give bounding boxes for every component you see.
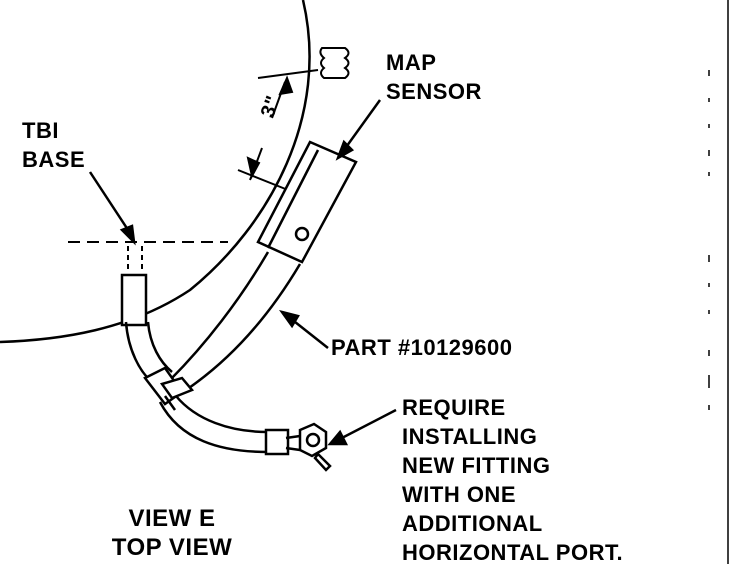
new-fitting — [285, 422, 332, 472]
view-title-line1: VIEW E — [128, 505, 216, 532]
lower-hose — [158, 395, 290, 456]
view-title-line2: TOP VIEW — [111, 534, 233, 561]
leader-lines — [88, 99, 397, 446]
tee-fitting — [143, 366, 195, 411]
tbi-base-label-line2: BASE — [22, 147, 86, 172]
require-note-line5: ADDITIONAL — [402, 511, 543, 536]
sensor-hose — [169, 251, 302, 392]
view-title: VIEW E TOP VIEW — [82, 504, 262, 562]
require-note-line1: REQUIRE — [402, 395, 506, 420]
tbi-base-label-line1: TBI — [22, 118, 59, 143]
tbi-base-outline — [0, 0, 311, 344]
map-sensor-label: MAP SENSOR — [386, 48, 482, 106]
require-fitting-note: REQUIRE INSTALLING NEW FITTING WITH ONE … — [402, 393, 623, 567]
map-sensor-body — [256, 140, 358, 264]
map-sensor-label-line2: SENSOR — [386, 79, 482, 104]
require-note-line4: WITH ONE — [402, 482, 516, 507]
map-sensor-label-line1: MAP — [386, 50, 437, 75]
require-note-line3: NEW FITTING — [402, 453, 551, 478]
part-number-label: PART #10129600 — [331, 335, 513, 360]
require-note-line2: INSTALLING — [402, 424, 538, 449]
tbi-port-hose — [120, 273, 173, 383]
dimension-3in — [237, 69, 319, 191]
tbi-base-label: TBI BASE — [22, 116, 85, 174]
require-note-line6: HORIZONTAL PORT. — [402, 540, 624, 565]
threaded-stud — [319, 47, 350, 79]
